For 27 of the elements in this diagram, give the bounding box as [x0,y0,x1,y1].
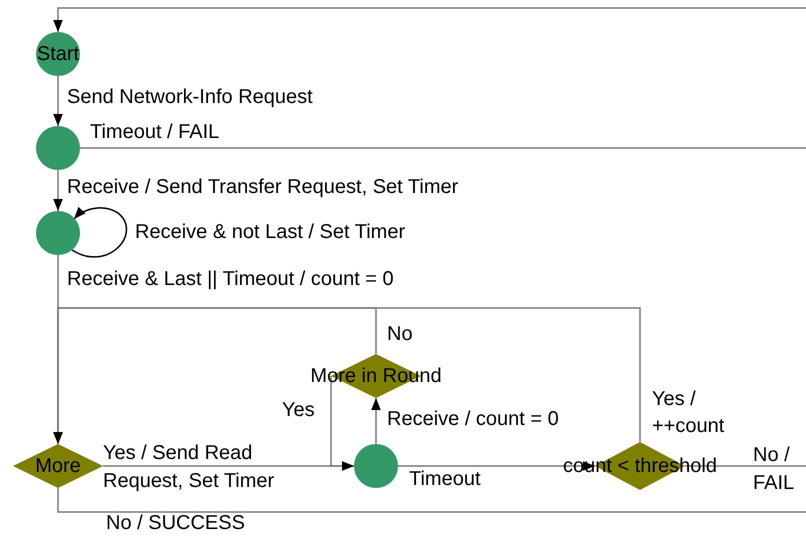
state-circle [36,211,80,255]
node-label: More [35,454,81,478]
arrow [398,461,595,471]
edge-label: Receive & Last || Timeout / count = 0 [67,267,394,291]
decision-diamond [13,444,103,488]
arrow [72,207,128,258]
state-circle [36,126,80,170]
edge-label: No [387,322,413,346]
arrow [53,170,63,211]
edge-label: Receive / Send Transfer Request, Set Timer [67,175,458,199]
edge-label: No / SUCCESS [106,511,245,535]
edge-label: No / FAIL [753,443,796,496]
arrow [330,376,354,471]
edge-label: Receive & not Last / Set Timer [135,220,406,244]
edge-label: Timeout / FAIL [90,120,220,144]
edge-label: Yes / Send Read Request, Set Timer [103,441,276,494]
state-circle [354,444,398,488]
arrow [53,307,641,444]
node-label: Start [36,42,80,66]
arrow [53,7,806,32]
edge-label: Yes [282,398,315,422]
arrow [371,398,381,444]
edge-label: Send Network-Info Request [67,85,313,109]
arrow [53,76,63,126]
edge-label: Receive / count = 0 [387,407,559,431]
edge-label: Timeout [409,467,481,491]
edge-label: Yes / ++count [652,387,726,439]
